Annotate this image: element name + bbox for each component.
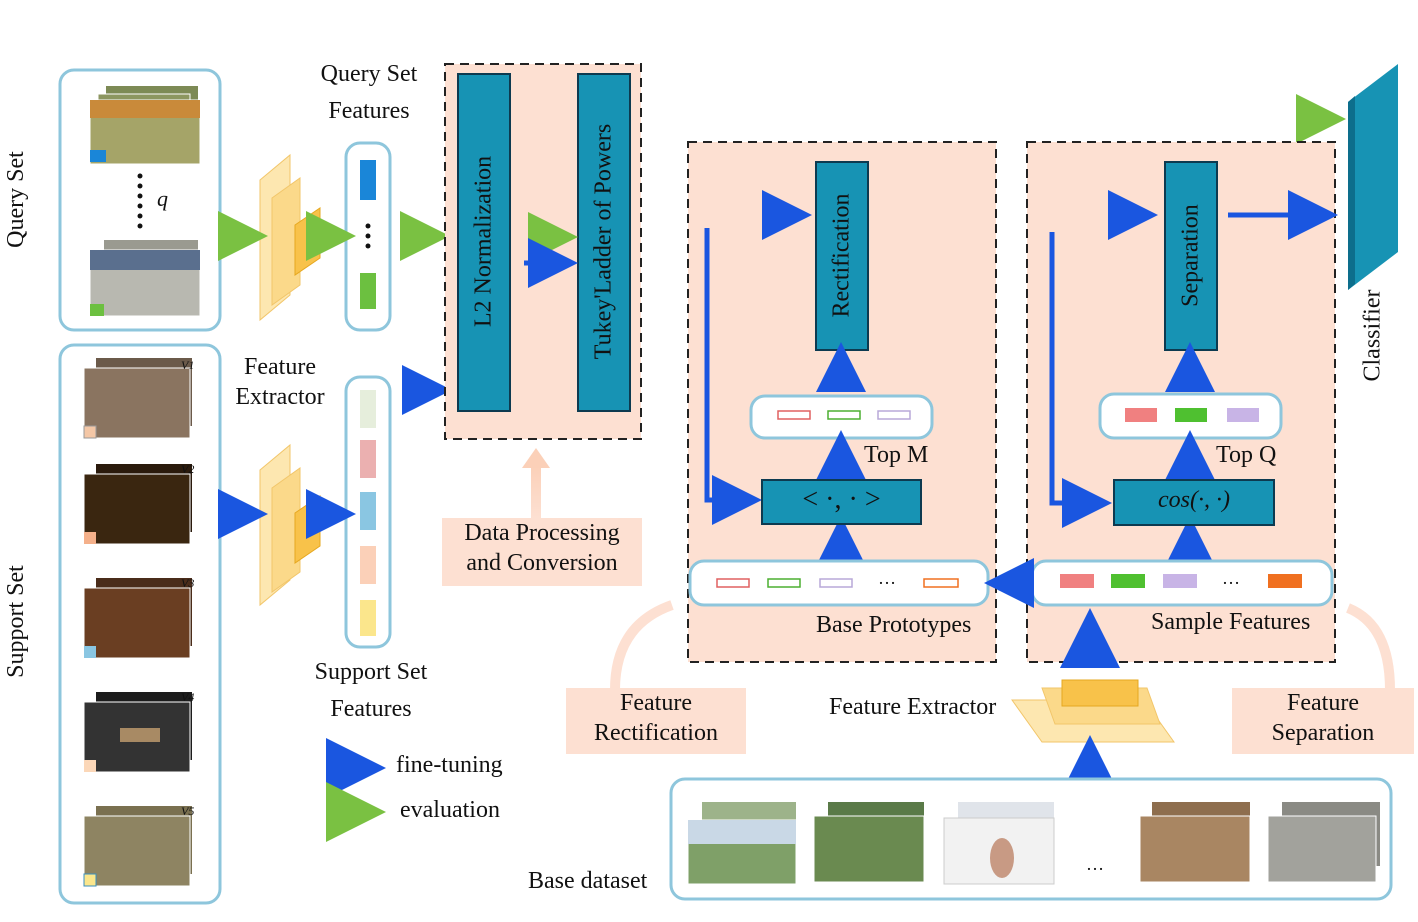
- support-video-2: [83, 464, 192, 545]
- separation-block: [1164, 161, 1218, 351]
- support-feature-5: [360, 600, 376, 636]
- base-prototypes-label: Base Prototypes: [816, 612, 972, 638]
- feature-extractor-query: [259, 153, 321, 322]
- inner-product-label: < ·, · >: [802, 484, 881, 515]
- tukey-block: [577, 73, 631, 412]
- inner-product-block: [761, 479, 922, 525]
- legend-evaluation-label: evaluation: [400, 797, 500, 823]
- base-video-1: [687, 802, 797, 885]
- support-set-label: Support Set: [2, 565, 29, 678]
- support-feature-2: [360, 440, 376, 478]
- query-set-features-label: Query Set Features: [320, 61, 418, 124]
- top-q-label: Top Q: [1216, 442, 1277, 468]
- support-video-5: [83, 806, 192, 887]
- query-feature-green: [360, 273, 376, 309]
- video-label-1: V1: [181, 358, 195, 372]
- feature-extractor-support: [259, 443, 321, 607]
- arrow-feature-rectification-label: [610, 600, 674, 691]
- support-video-3: [83, 578, 192, 659]
- query-video-bottom: [89, 240, 201, 317]
- data-processing-label: Data Processing and Conversion: [442, 518, 642, 586]
- base-video-3: [943, 802, 1055, 885]
- base-video-2: [813, 802, 925, 883]
- arrow-feature-separation-label: [1345, 603, 1395, 691]
- query-video-top: [89, 86, 201, 165]
- prototypes-ellipsis: …: [878, 568, 896, 588]
- feature-extractor-bottom: [1011, 679, 1175, 743]
- support-feature-3: [360, 492, 376, 530]
- legend-fine-tuning-label: fine-tuning: [396, 752, 503, 778]
- cosine-block: [1113, 479, 1275, 526]
- l2-normalization-block: [457, 73, 511, 412]
- base-dataset-ellipsis: …: [1086, 854, 1104, 874]
- query-dots: [137, 173, 143, 229]
- arrow-query-to-inner-product: [704, 228, 762, 525]
- classifier-label: Classifier: [1359, 289, 1386, 382]
- feature-extractor-bottom-label: Feature Extractor: [829, 694, 997, 720]
- rectification-block: [815, 161, 869, 351]
- classifier-block: [1348, 64, 1398, 290]
- support-feature-1: [360, 390, 376, 428]
- support-video-1: [83, 358, 192, 439]
- video-label-2: V2: [181, 462, 195, 476]
- support-feature-4: [360, 546, 376, 584]
- cosine-label: cos(·, ·): [1158, 487, 1230, 513]
- l2-normalization-label: L2 Normalization: [470, 155, 497, 328]
- tukey-label: Tukey'Ladder of Powers: [590, 123, 617, 360]
- query-feature-blue: [360, 160, 376, 200]
- top-m-label: Top M: [864, 442, 929, 468]
- base-dataset-label: Base dataset: [528, 868, 648, 894]
- base-video-5: [1267, 802, 1380, 883]
- feature-rectification-label: Feature Rectification: [566, 688, 746, 754]
- video-label-5: V5: [181, 804, 195, 818]
- arrow-data-processing-label: [522, 448, 550, 518]
- base-video-4: [1139, 802, 1251, 883]
- query-set-label: Query Set: [2, 151, 29, 248]
- support-set-features-label: Support Set Features: [314, 659, 428, 722]
- arrow-query-to-cosine: [1049, 232, 1112, 528]
- rectification-label: Rectification: [828, 193, 855, 318]
- sample-features-label: Sample Features: [1151, 609, 1311, 635]
- video-label-3: V3: [181, 576, 195, 590]
- feature-separation-label: Feature Separation: [1232, 688, 1414, 754]
- samples-ellipsis: …: [1222, 568, 1240, 588]
- feature-extractor-left-label: Feature Extractor: [235, 354, 325, 410]
- query-feature-dots: [365, 223, 371, 249]
- q-label: q: [157, 186, 168, 211]
- separation-label: Separation: [1177, 204, 1204, 307]
- video-label-4: V4: [181, 690, 195, 704]
- support-video-4: [83, 692, 192, 773]
- base-prototypes-pill: [688, 559, 990, 607]
